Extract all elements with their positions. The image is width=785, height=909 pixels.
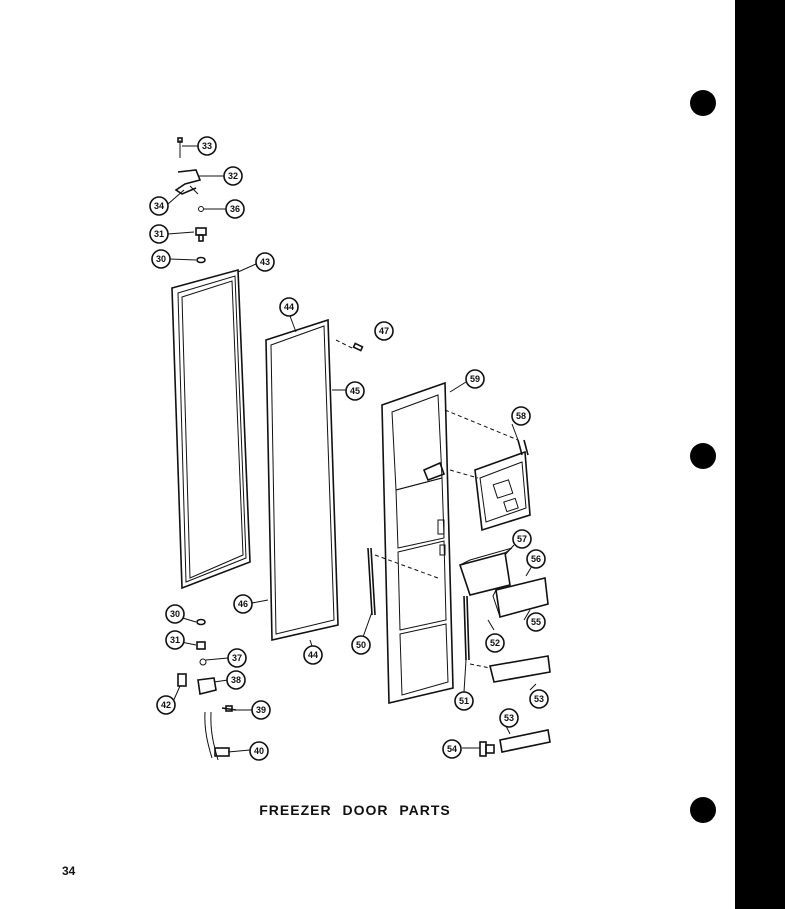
- callout-59: 59: [465, 369, 485, 389]
- callout-38: 38: [226, 670, 246, 690]
- door-liner-panel: [265, 318, 339, 641]
- callout-56: 56: [526, 549, 546, 569]
- svg-text:52: 52: [490, 638, 500, 648]
- svg-text:43: 43: [260, 257, 270, 267]
- diagram-caption: FREEZER DOOR PARTS: [259, 802, 451, 818]
- callout-55: 55: [526, 612, 546, 632]
- callout-30-bottom: 30: [165, 604, 185, 624]
- bottom-hinge-assembly: [177, 618, 237, 761]
- svg-text:45: 45: [350, 386, 360, 396]
- callout-42: 42: [156, 695, 176, 715]
- door-outer-panel: [381, 381, 454, 705]
- trim-strip-lower: [499, 729, 551, 753]
- svg-text:46: 46: [238, 599, 248, 609]
- callout-50: 50: [351, 635, 371, 655]
- top-hinge-assembly: [174, 137, 207, 264]
- svg-text:53: 53: [534, 694, 544, 704]
- punch-hole-middle: [690, 443, 716, 469]
- callout-53-right: 53: [529, 689, 549, 709]
- binding-spine: [735, 0, 785, 909]
- svg-text:42: 42: [161, 700, 171, 710]
- svg-text:36: 36: [230, 204, 240, 214]
- svg-text:44: 44: [284, 302, 294, 312]
- callout-51: 51: [454, 691, 474, 711]
- callout-44-bottom: 44: [303, 645, 323, 665]
- callout-36: 36: [225, 199, 245, 219]
- callout-31-bottom: 31: [165, 630, 185, 650]
- svg-text:34: 34: [154, 201, 164, 211]
- svg-text:57: 57: [517, 534, 527, 544]
- callout-30-top: 30: [151, 249, 171, 269]
- callout-43: 43: [255, 252, 275, 272]
- punch-hole-bottom: [690, 797, 716, 823]
- svg-text:39: 39: [256, 705, 266, 715]
- callout-44-top: 44: [279, 297, 299, 317]
- svg-text:50: 50: [356, 640, 366, 650]
- svg-text:31: 31: [170, 635, 180, 645]
- callout-40: 40: [249, 741, 269, 761]
- svg-text:53: 53: [504, 713, 514, 723]
- trim-clip: [479, 741, 495, 757]
- rods: [367, 547, 470, 661]
- callout-54: 54: [442, 739, 462, 759]
- svg-text:38: 38: [231, 675, 241, 685]
- dispenser-shelf: [492, 577, 549, 619]
- callout-46: 46: [233, 594, 253, 614]
- svg-text:51: 51: [459, 696, 469, 706]
- svg-text:32: 32: [228, 171, 238, 181]
- callout-32: 32: [223, 166, 243, 186]
- punch-hole-top: [690, 90, 716, 116]
- svg-text:59: 59: [470, 374, 480, 384]
- svg-text:40: 40: [254, 746, 264, 756]
- dispenser-housing: [444, 409, 531, 532]
- svg-text:44: 44: [308, 650, 318, 660]
- screw-47: [335, 339, 364, 352]
- door-gasket-outer: [171, 268, 251, 590]
- svg-text:37: 37: [232, 653, 242, 663]
- callout-31-top: 31: [149, 224, 169, 244]
- callout-57: 57: [512, 529, 532, 549]
- svg-text:58: 58: [516, 411, 526, 421]
- callout-58: 58: [511, 406, 531, 426]
- svg-text:55: 55: [531, 617, 541, 627]
- svg-text:54: 54: [447, 744, 457, 754]
- callout-39: 39: [251, 700, 271, 720]
- svg-text:47: 47: [379, 326, 389, 336]
- svg-text:30: 30: [170, 609, 180, 619]
- page-number: 34: [62, 864, 76, 878]
- callout-45: 45: [345, 381, 365, 401]
- svg-text:30: 30: [156, 254, 166, 264]
- svg-text:56: 56: [531, 554, 541, 564]
- callout-34: 34: [149, 196, 169, 216]
- trim-strip-upper: [469, 655, 551, 683]
- svg-text:31: 31: [154, 229, 164, 239]
- callout-53-bottom: 53: [499, 708, 519, 728]
- svg-text:33: 33: [202, 141, 212, 151]
- callout-37: 37: [227, 648, 247, 668]
- callout-52: 52: [485, 633, 505, 653]
- callout-47: 47: [374, 321, 394, 341]
- callout-33: 33: [197, 136, 217, 156]
- leader-lines: [167, 145, 537, 753]
